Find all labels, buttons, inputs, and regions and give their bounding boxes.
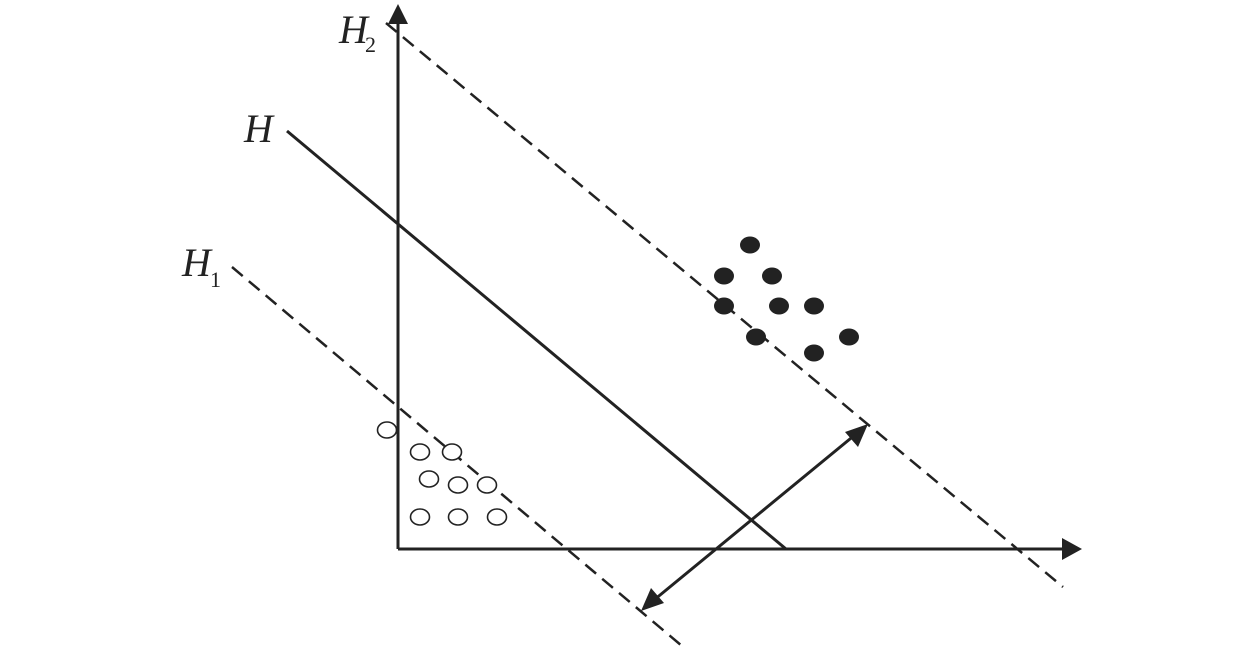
label-h2: H	[338, 7, 370, 52]
margin-arrow	[641, 424, 868, 611]
y-axis-arrowhead	[388, 4, 408, 24]
x-axis-arrowhead	[1062, 538, 1082, 560]
label-h: H	[243, 106, 275, 151]
hollow-class-points	[376, 421, 508, 526]
filled-point	[839, 328, 859, 346]
hollow-point	[486, 508, 508, 526]
filled-point	[746, 328, 766, 346]
margin-arrow-shaft	[653, 432, 857, 602]
margin-arrow-head-bottom	[641, 588, 664, 611]
hyperplane-h-solid	[286, 129, 787, 551]
margin-arrow-head-top	[845, 424, 868, 447]
hollow-point	[409, 443, 431, 461]
hollow-point	[409, 508, 431, 526]
labels: H 2 H H 1	[181, 7, 376, 292]
filled-class-points	[714, 236, 859, 362]
hollow-point	[447, 508, 469, 526]
filled-point	[740, 236, 760, 254]
hollow-point	[418, 470, 440, 488]
filled-point	[762, 267, 782, 285]
hollow-point	[441, 443, 463, 461]
filled-point	[804, 297, 824, 315]
filled-point	[769, 297, 789, 315]
hollow-point	[447, 476, 469, 494]
label-h2-subscript: 2	[365, 32, 376, 57]
filled-point	[714, 267, 734, 285]
hollow-point	[476, 476, 498, 494]
filled-point	[714, 297, 734, 315]
label-h1: H	[181, 240, 213, 285]
label-h1-subscript: 1	[210, 267, 221, 292]
axes	[388, 4, 1082, 560]
filled-point	[804, 344, 824, 362]
hollow-point	[376, 421, 398, 439]
hyperplanes	[231, 22, 1064, 647]
